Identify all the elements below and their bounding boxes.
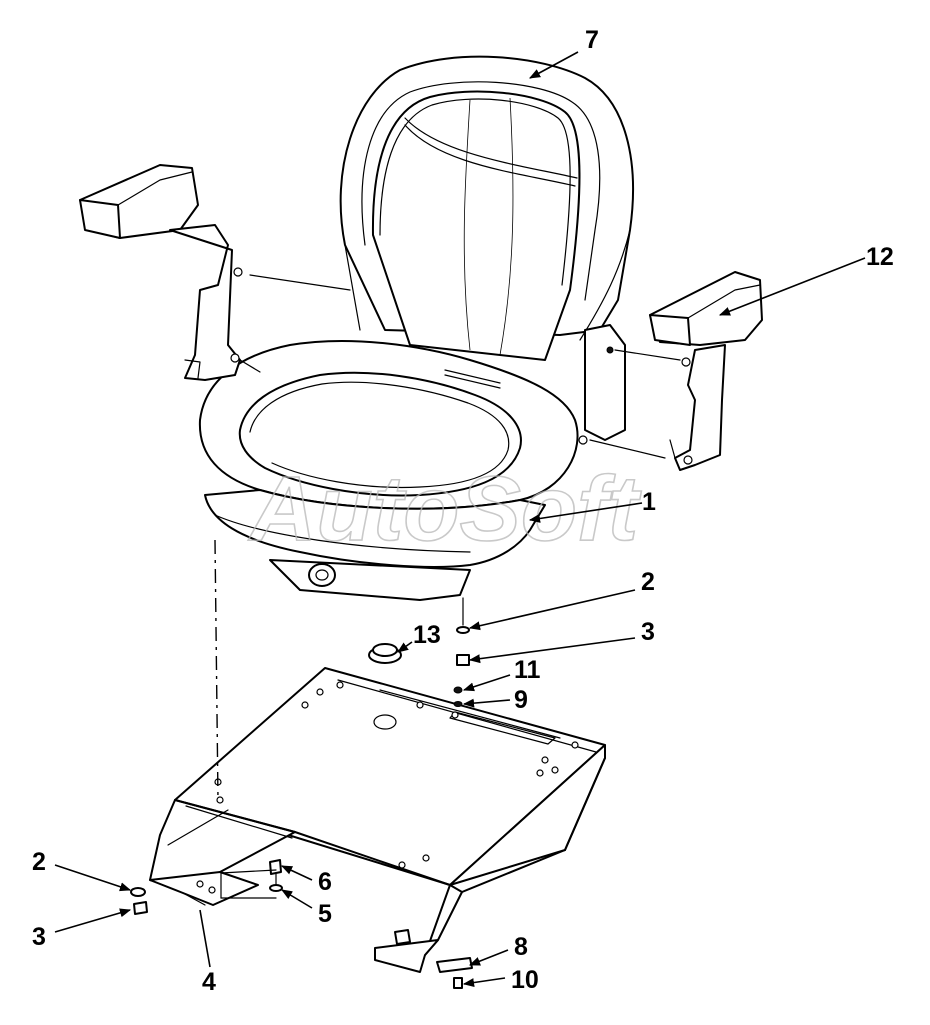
- alignment-centerline: [214, 539, 219, 801]
- callout-1: 1: [642, 488, 656, 516]
- callout-6: 6: [318, 868, 332, 896]
- callout-11: 11: [514, 656, 541, 684]
- callout-leaders: [54, 51, 866, 987]
- callout-4: 4: [202, 968, 216, 996]
- hardware: [130, 626, 473, 989]
- seat: [198, 55, 634, 626]
- callout-3a: 3: [641, 618, 655, 646]
- seat-mounting-plate: [149, 667, 606, 973]
- callout-12: 12: [866, 243, 894, 271]
- callout-2a: 2: [641, 568, 655, 596]
- watermark: AutoSoft: [248, 458, 642, 560]
- right-armrest: [649, 271, 763, 471]
- callout-2b: 2: [32, 848, 46, 876]
- callout-8: 8: [514, 933, 528, 961]
- callout-13: 13: [413, 621, 441, 649]
- right-armrest-guide-line-2: [589, 439, 666, 459]
- left-armrest-guide-line-2: [239, 359, 261, 373]
- left-armrest: [79, 164, 243, 381]
- callout-5: 5: [318, 900, 332, 928]
- left-armrest-guide-line: [249, 274, 351, 291]
- callout-7: 7: [585, 26, 599, 54]
- callout-3b: 3: [32, 923, 46, 951]
- callout-10: 10: [511, 966, 539, 994]
- callout-9: 9: [514, 686, 528, 714]
- right-armrest-guide-line: [614, 349, 681, 361]
